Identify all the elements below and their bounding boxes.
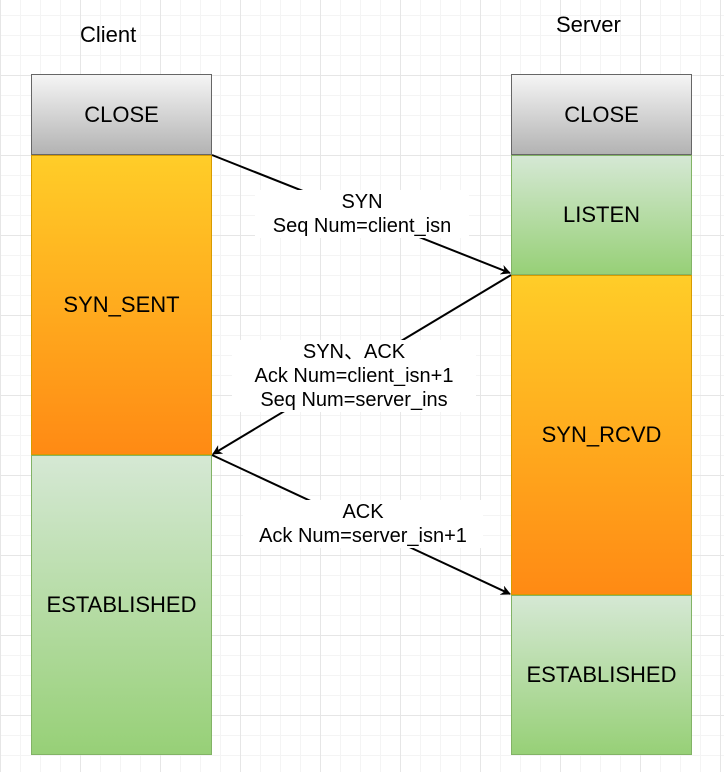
server-state-syn-rcvd: SYN_RCVD xyxy=(511,275,692,595)
client-state-close: CLOSE xyxy=(31,74,212,155)
server-state-established: ESTABLISHED xyxy=(511,595,692,755)
server-state-listen: LISTEN xyxy=(511,155,692,275)
ack-message-line-2: Ack Num=server_isn+1 xyxy=(259,525,467,547)
syn-message-line-1: SYN xyxy=(341,191,383,213)
ack-message-label: ACK Ack Num=server_isn+1 xyxy=(243,500,483,548)
client-state-established: ESTABLISHED xyxy=(31,455,212,755)
ack-message-line-1: ACK xyxy=(342,501,384,523)
client-state-syn-sent: SYN_SENT xyxy=(31,155,212,455)
syn-message-label: SYN Seq Num=client_isn xyxy=(255,190,469,238)
syn-ack-message-line-1: SYN、ACK xyxy=(302,341,406,363)
server-state-close: CLOSE xyxy=(511,74,692,155)
syn-ack-message-line-3: Seq Num=server_ins xyxy=(260,389,448,411)
client-title: Client xyxy=(80,22,137,47)
syn-ack-message-label: SYN、ACK Ack Num=client_isn+1 Seq Num=ser… xyxy=(232,340,476,412)
syn-ack-message-line-2: Ack Num=client_isn+1 xyxy=(254,365,454,387)
syn-message-line-2: Seq Num=client_isn xyxy=(272,215,452,237)
server-title: Server xyxy=(556,12,621,37)
